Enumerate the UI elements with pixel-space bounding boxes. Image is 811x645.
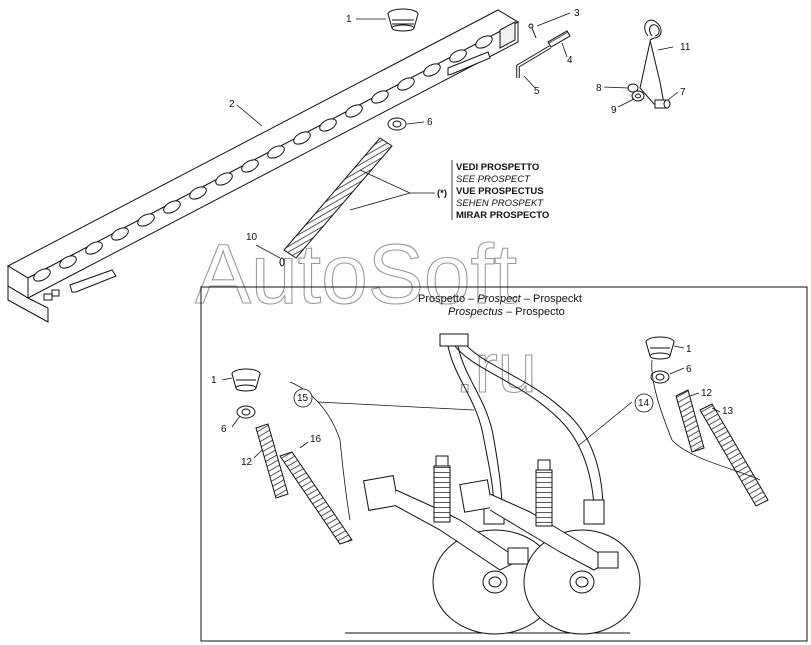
watermark-brand: AutoSoft <box>195 227 517 321</box>
callout-9: 9 <box>611 105 617 116</box>
seed-tube-main <box>283 137 393 259</box>
callouts-main: 1 2 3 4 5 6 7 8 9 10 11 <box>229 8 691 243</box>
bolt-part-7 <box>654 99 671 109</box>
distribution-bar <box>6 9 520 323</box>
prospect-panel: Prospetto – Prospect – Prospeckt Prospec… <box>200 286 808 642</box>
callouts-right-detail: 1 6 12 13 14 <box>634 344 734 417</box>
washer-part-9 <box>631 90 645 102</box>
prospect-title-line2: Prospectus – Prospecto <box>448 306 565 318</box>
callout-12-right: 12 <box>701 388 713 399</box>
bar-stub <box>439 333 469 347</box>
callout-6-left: 6 <box>221 424 227 435</box>
note-line-fr: VUE PROSPECTUS <box>456 186 544 197</box>
see-prospect-note: (*) VEDI PROSPETTO SEE PROSPECT VUE PROS… <box>437 160 549 221</box>
watermark: AutoSoft .ru <box>194 226 537 407</box>
hook-rod-part-11 <box>639 19 665 105</box>
note-line-en: SEE PROSPECT <box>456 174 531 185</box>
callouts-left-detail: 1 6 12 16 15 <box>211 375 322 468</box>
callout-14: 14 <box>638 398 650 409</box>
callout-1-right: 1 <box>686 344 692 355</box>
seed-hoses <box>447 339 604 511</box>
callout-1: 1 <box>346 14 352 25</box>
left-detail-parts <box>231 368 353 545</box>
callout-2: 2 <box>229 99 235 110</box>
callout-11: 11 <box>680 42 691 53</box>
callout-16: 16 <box>310 434 322 445</box>
leader-lines-detail <box>221 345 761 521</box>
callout-3: 3 <box>574 8 580 19</box>
callout-12-left: 12 <box>241 457 253 468</box>
bar-holes <box>33 35 493 282</box>
prospect-title-line1: Prospetto – Prospect – Prospeckt <box>418 293 582 305</box>
callout-6-right: 6 <box>686 364 692 375</box>
callout-8: 8 <box>596 83 602 94</box>
coulter-unit-right <box>459 459 641 635</box>
callout-6: 6 <box>427 117 433 128</box>
note-line-it: VEDI PROSPETTO <box>456 162 539 173</box>
callout-15-circle <box>293 388 313 408</box>
clip-part-10 <box>279 257 285 267</box>
callout-4: 4 <box>567 55 573 66</box>
note-line-es: MIRAR PROSPECTO <box>456 210 549 221</box>
note-marker: (*) <box>437 188 447 199</box>
right-detail-parts <box>645 336 769 507</box>
callout-14-circle <box>634 393 654 413</box>
callout-1-left: 1 <box>211 375 217 386</box>
leader-lines-main <box>236 12 679 259</box>
spring-part-4 <box>547 30 571 48</box>
callout-13: 13 <box>722 406 734 417</box>
coulter-unit-left <box>363 455 558 635</box>
note-line-de: SEHEN PROSPEKT <box>456 198 544 209</box>
funnel-part-1 <box>387 8 419 32</box>
pin-part-3 <box>528 23 537 39</box>
callout-7: 7 <box>680 87 686 98</box>
callout-15: 15 <box>297 393 309 404</box>
callout-10: 10 <box>246 232 258 243</box>
ring-part-6 <box>387 117 407 131</box>
callout-5: 5 <box>534 86 540 97</box>
